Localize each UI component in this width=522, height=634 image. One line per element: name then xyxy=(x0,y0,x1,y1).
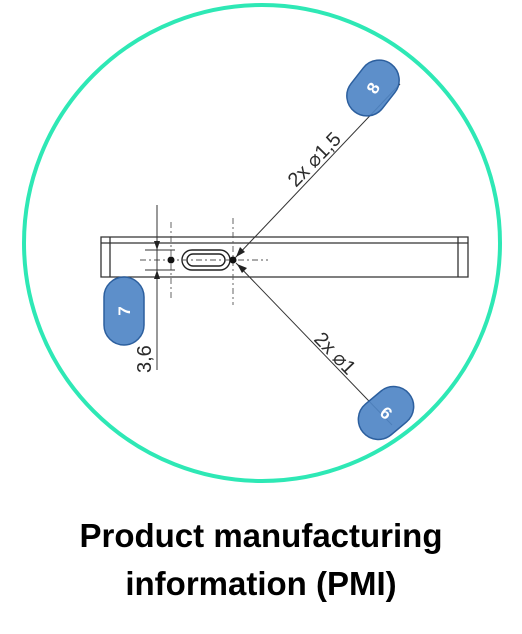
hole-marker-left xyxy=(167,256,175,264)
callout-badge-7: 7 xyxy=(103,276,145,346)
callout-badge-9: 9 xyxy=(357,385,415,441)
pmi-diagram: 2x ⌀1,5 2x ⌀1 3,6 8 7 9 xyxy=(22,3,502,483)
thickness-dimension-value: 3,6 xyxy=(134,345,156,373)
badge-7-label: 7 xyxy=(115,306,134,315)
leader-arrow-upper xyxy=(236,247,245,257)
caption: Product manufacturing information (PMI) xyxy=(0,512,522,608)
leader-line-lower xyxy=(235,262,393,426)
thickness-arrow-top xyxy=(154,241,160,250)
caption-line-2: information (PMI) xyxy=(125,565,397,602)
callout-badge-8: 8 xyxy=(346,59,400,117)
caption-line-1: Product manufacturing xyxy=(79,517,443,554)
thickness-arrow-bottom xyxy=(154,270,160,279)
leader-arrow-lower xyxy=(237,264,247,273)
part-outline xyxy=(100,236,469,278)
hole-marker-right xyxy=(229,256,237,264)
thickness-dimension xyxy=(145,205,175,370)
